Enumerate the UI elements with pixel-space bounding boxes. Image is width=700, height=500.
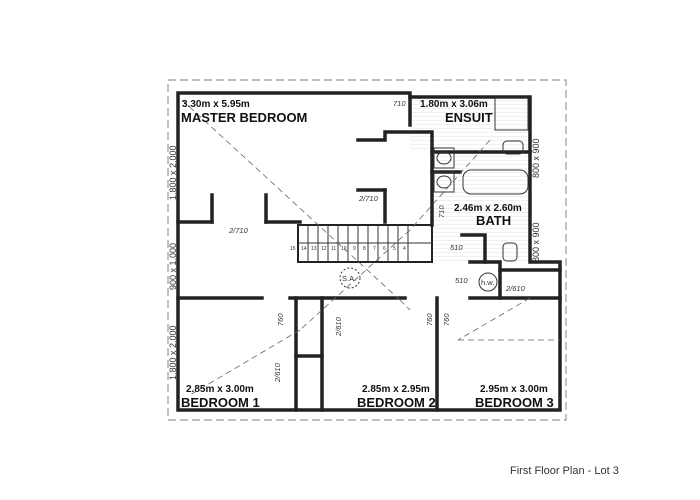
bed3-wardrobe-size: 2/610 [505, 284, 526, 293]
fixtures [339, 97, 529, 292]
exterior-walls [176, 91, 562, 412]
bed1-door-size: 760 [276, 313, 285, 326]
bath-toilet [502, 242, 518, 262]
bed2-wardrobe-size: 2/610 [334, 316, 343, 337]
svg-text:14: 14 [301, 246, 307, 252]
roof-lines [181, 99, 560, 396]
master-bedroom-size: 3.30m x 5.95m [182, 99, 250, 110]
ensuite-size: 1.80m x 3.06m [420, 99, 488, 110]
smoke-alarm [339, 267, 361, 289]
svg-text:7: 7 [373, 246, 376, 252]
bedroom3-size: 2.95m x 3.00m [480, 384, 548, 395]
smoke-alarm-label: S.A. [342, 274, 356, 283]
bedroom2-label: BEDROOM 2 [357, 395, 436, 410]
hw-door-size: 510 [455, 276, 468, 285]
bedroom1-label: BEDROOM 1 [181, 395, 260, 410]
ensuite-basin [433, 147, 455, 169]
ensuite-toilet [502, 140, 524, 155]
linen-door-size: 510 [450, 243, 463, 252]
window-left-mid: 900 x 1,000 [168, 243, 178, 290]
svg-text:4: 4 [403, 246, 406, 252]
stair-numbers: 15 14 13 12 11 10 9 8 7 6 5 4 [290, 246, 406, 252]
svg-text:5: 5 [393, 246, 396, 252]
bathtub [462, 169, 529, 195]
svg-text:8: 8 [363, 246, 366, 252]
bed1-wardrobe-size: 2/610 [273, 362, 282, 383]
svg-text:15: 15 [290, 246, 296, 252]
window-right-top: 800 x 900 [531, 138, 541, 178]
svg-text:11: 11 [331, 246, 336, 252]
ensuite-floor [410, 97, 530, 152]
shower [494, 97, 529, 131]
bath-basin [433, 171, 455, 193]
bath-label: BATH [476, 213, 511, 228]
plan-title: First Floor Plan - Lot 3 [510, 465, 619, 477]
bed3-door-size: 760 [442, 313, 451, 326]
interior-walls [176, 95, 562, 412]
bedroom2-size: 2.85m x 2.95m [362, 384, 430, 395]
svg-text:6: 6 [383, 246, 386, 252]
bedroom3-label: BEDROOM 3 [475, 395, 554, 410]
boundary-line [167, 79, 567, 421]
svg-text:13: 13 [311, 246, 317, 252]
window-right-bottom: 800 x 900 [531, 222, 541, 262]
window-left-top: 1,800 x 2,000 [168, 145, 178, 200]
ensuite-door-size: 710 [393, 99, 406, 108]
staircase [298, 225, 432, 262]
master-bedroom-label: MASTER BEDROOM [181, 110, 307, 125]
bath-door-size: 710 [437, 205, 446, 218]
master-wardrobe-size: 2/710 [358, 194, 379, 203]
bedroom1-size: 2.85m x 3.00m [186, 384, 254, 395]
hot-water-label: h.w. [481, 278, 494, 287]
svg-text:12: 12 [321, 246, 327, 252]
master-door-size: 2/710 [228, 226, 249, 235]
hot-water-cylinder [478, 272, 498, 292]
bath-size: 2.46m x 2.60m [454, 203, 522, 214]
window-left-bottom: 1,800 x 2,000 [168, 325, 178, 380]
svg-text:9: 9 [353, 246, 356, 252]
ensuite-label: ENSUIT [445, 110, 493, 125]
bed2-door-size: 760 [425, 313, 434, 326]
svg-text:10: 10 [341, 246, 347, 252]
